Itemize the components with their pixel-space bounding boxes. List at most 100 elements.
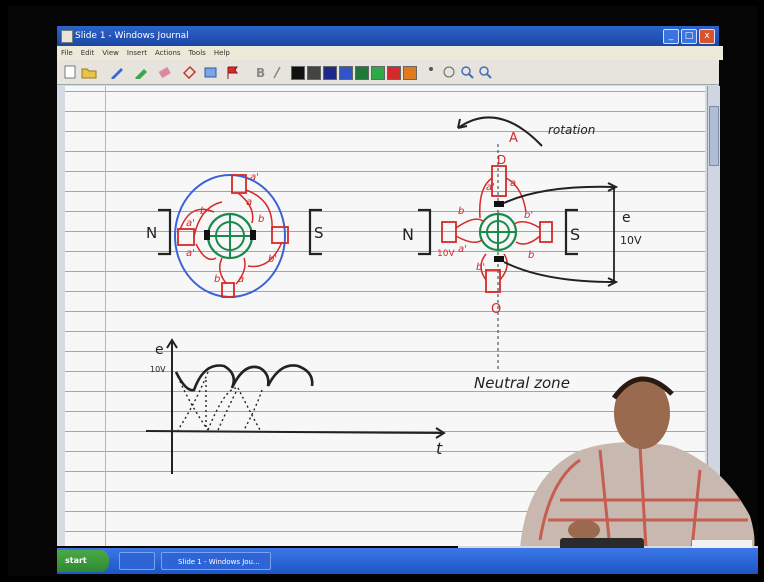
presenter-hair — [611, 376, 674, 400]
pen-color-orange[interactable] — [403, 66, 417, 80]
menu-help[interactable]: Help — [213, 49, 230, 57]
graph-y-tick: 10V — [150, 365, 166, 374]
selection-icon[interactable] — [181, 65, 197, 79]
neutral-axis-bottom-label: O — [491, 302, 501, 317]
taskbar-journal-task[interactable]: Slide 1 - Windows Jou... — [161, 552, 271, 570]
pen-width-icon[interactable] — [425, 65, 437, 79]
left-coil-left — [177, 228, 195, 246]
menu-actions[interactable]: Actions — [154, 49, 181, 57]
right-coil-label-5: a' — [458, 244, 467, 255]
left-coil-label-6: b — [200, 206, 206, 217]
graph-x-axis — [145, 430, 445, 434]
start-button[interactable]: start — [57, 550, 109, 572]
left-coil-label-3: b — [258, 214, 264, 225]
left-coil-bottom — [221, 282, 235, 298]
bold-icon[interactable]: B — [253, 65, 269, 79]
menu-file[interactable]: File — [61, 49, 73, 57]
rotation-arc — [457, 116, 543, 147]
taskbar-quicklaunch[interactable] — [119, 552, 155, 570]
vertical-scrollbar[interactable] — [707, 86, 720, 546]
right-south-pole-bracket — [564, 208, 578, 256]
left-coil-label-9: a — [238, 274, 244, 285]
new-note-icon[interactable] — [63, 65, 79, 79]
rectified-waveform — [174, 364, 314, 392]
right-pole-south: S — [570, 225, 580, 244]
right-coil-left — [441, 221, 457, 243]
left-brush-right — [250, 230, 256, 240]
right-coil-bottom — [485, 269, 501, 293]
pen-color-blue[interactable] — [339, 66, 353, 80]
page-margin-line — [105, 86, 106, 546]
pen-color-dark-green[interactable] — [355, 66, 369, 80]
lasso-icon[interactable] — [441, 65, 457, 79]
italic-slash-icon[interactable] — [271, 65, 283, 79]
graph-x-label: t — [436, 439, 443, 458]
presenter-video — [458, 376, 758, 564]
rotation-label: rotation — [548, 123, 595, 137]
right-coil-top — [491, 165, 507, 197]
right-north-pole-bracket — [418, 208, 432, 256]
flag-icon[interactable] — [225, 65, 241, 79]
minimize-button[interactable]: _ — [663, 29, 679, 44]
menu-tools[interactable]: Tools — [188, 49, 206, 57]
right-left-coil-voltage: 10V — [437, 249, 455, 259]
windows-taskbar: start Slide 1 - Windows Jou... — [57, 548, 758, 574]
neutral-zone-label: Neutral zone — [474, 374, 570, 392]
zoom-out-icon[interactable] — [477, 65, 493, 79]
eraser-icon[interactable] — [157, 65, 173, 79]
pen-color-gray[interactable] — [307, 66, 321, 80]
menu-view[interactable]: View — [102, 49, 119, 57]
right-coil-label-4: b' — [524, 210, 533, 221]
output-emf-label: e — [622, 210, 631, 226]
graph-y-label: e — [155, 342, 164, 358]
title-bar: Slide 1 - Windows Journal _ □ x — [57, 26, 719, 46]
right-coil-right — [539, 221, 553, 243]
left-motor-diagram: N S a' a b b' a' b a' b' a — [146, 172, 324, 298]
left-pole-south: S — [314, 224, 324, 242]
menu-insert[interactable]: Insert — [126, 49, 147, 57]
right-coil-connections — [455, 177, 541, 281]
open-folder-icon[interactable] — [81, 65, 97, 79]
left-coil-label-5: a' — [186, 218, 195, 229]
output-lead-bottom — [503, 261, 615, 283]
window-title: Slide 1 - Windows Journal — [75, 31, 189, 41]
left-pole-north: N — [146, 224, 157, 242]
right-brush-top-label: D — [497, 153, 506, 167]
emf-waveform-graph: e 10V t — [145, 338, 446, 474]
pen-color-navy[interactable] — [323, 66, 337, 80]
highlighter-icon[interactable] — [133, 65, 149, 79]
menu-bar: File Edit View Insert Actions Tools Help — [57, 46, 723, 60]
right-pole-north: N — [402, 225, 414, 244]
rotation-arrow-head — [457, 118, 468, 129]
pen-color-black[interactable] — [291, 66, 305, 80]
output-lead-top — [503, 185, 615, 204]
left-coil-label-2: a — [246, 197, 252, 208]
left-coil-label-1: a' — [250, 172, 259, 183]
pen-color-red[interactable] — [387, 66, 401, 80]
zoom-in-icon[interactable] — [459, 65, 475, 79]
maximize-button[interactable]: □ — [681, 29, 697, 44]
insert-space-icon[interactable] — [203, 65, 219, 79]
close-button[interactable]: x — [699, 29, 715, 44]
left-coil-right — [271, 226, 289, 244]
presenter-head — [614, 377, 670, 449]
svg-text:B: B — [256, 66, 265, 79]
right-coil-label-1: a' — [486, 182, 495, 193]
scrollbar-thumb[interactable] — [709, 106, 719, 166]
right-coil-label-3: b — [458, 206, 464, 217]
right-brush-top — [494, 201, 504, 207]
toolbar: B — [57, 60, 719, 85]
right-brush-bottom — [494, 256, 504, 262]
left-coil-label-7: a' — [186, 248, 195, 259]
pen-icon[interactable] — [109, 65, 125, 79]
left-coil-connections — [179, 189, 283, 285]
menu-edit[interactable]: Edit — [80, 49, 95, 57]
neutral-axis-top-label: A — [509, 131, 518, 146]
output-voltage-label: 10V — [620, 234, 642, 247]
left-north-pole-bracket — [158, 208, 172, 256]
presenter-hand — [568, 520, 600, 540]
right-coil-label-7: b' — [476, 262, 485, 273]
pen-color-green[interactable] — [371, 66, 385, 80]
left-brush-left — [204, 230, 210, 240]
